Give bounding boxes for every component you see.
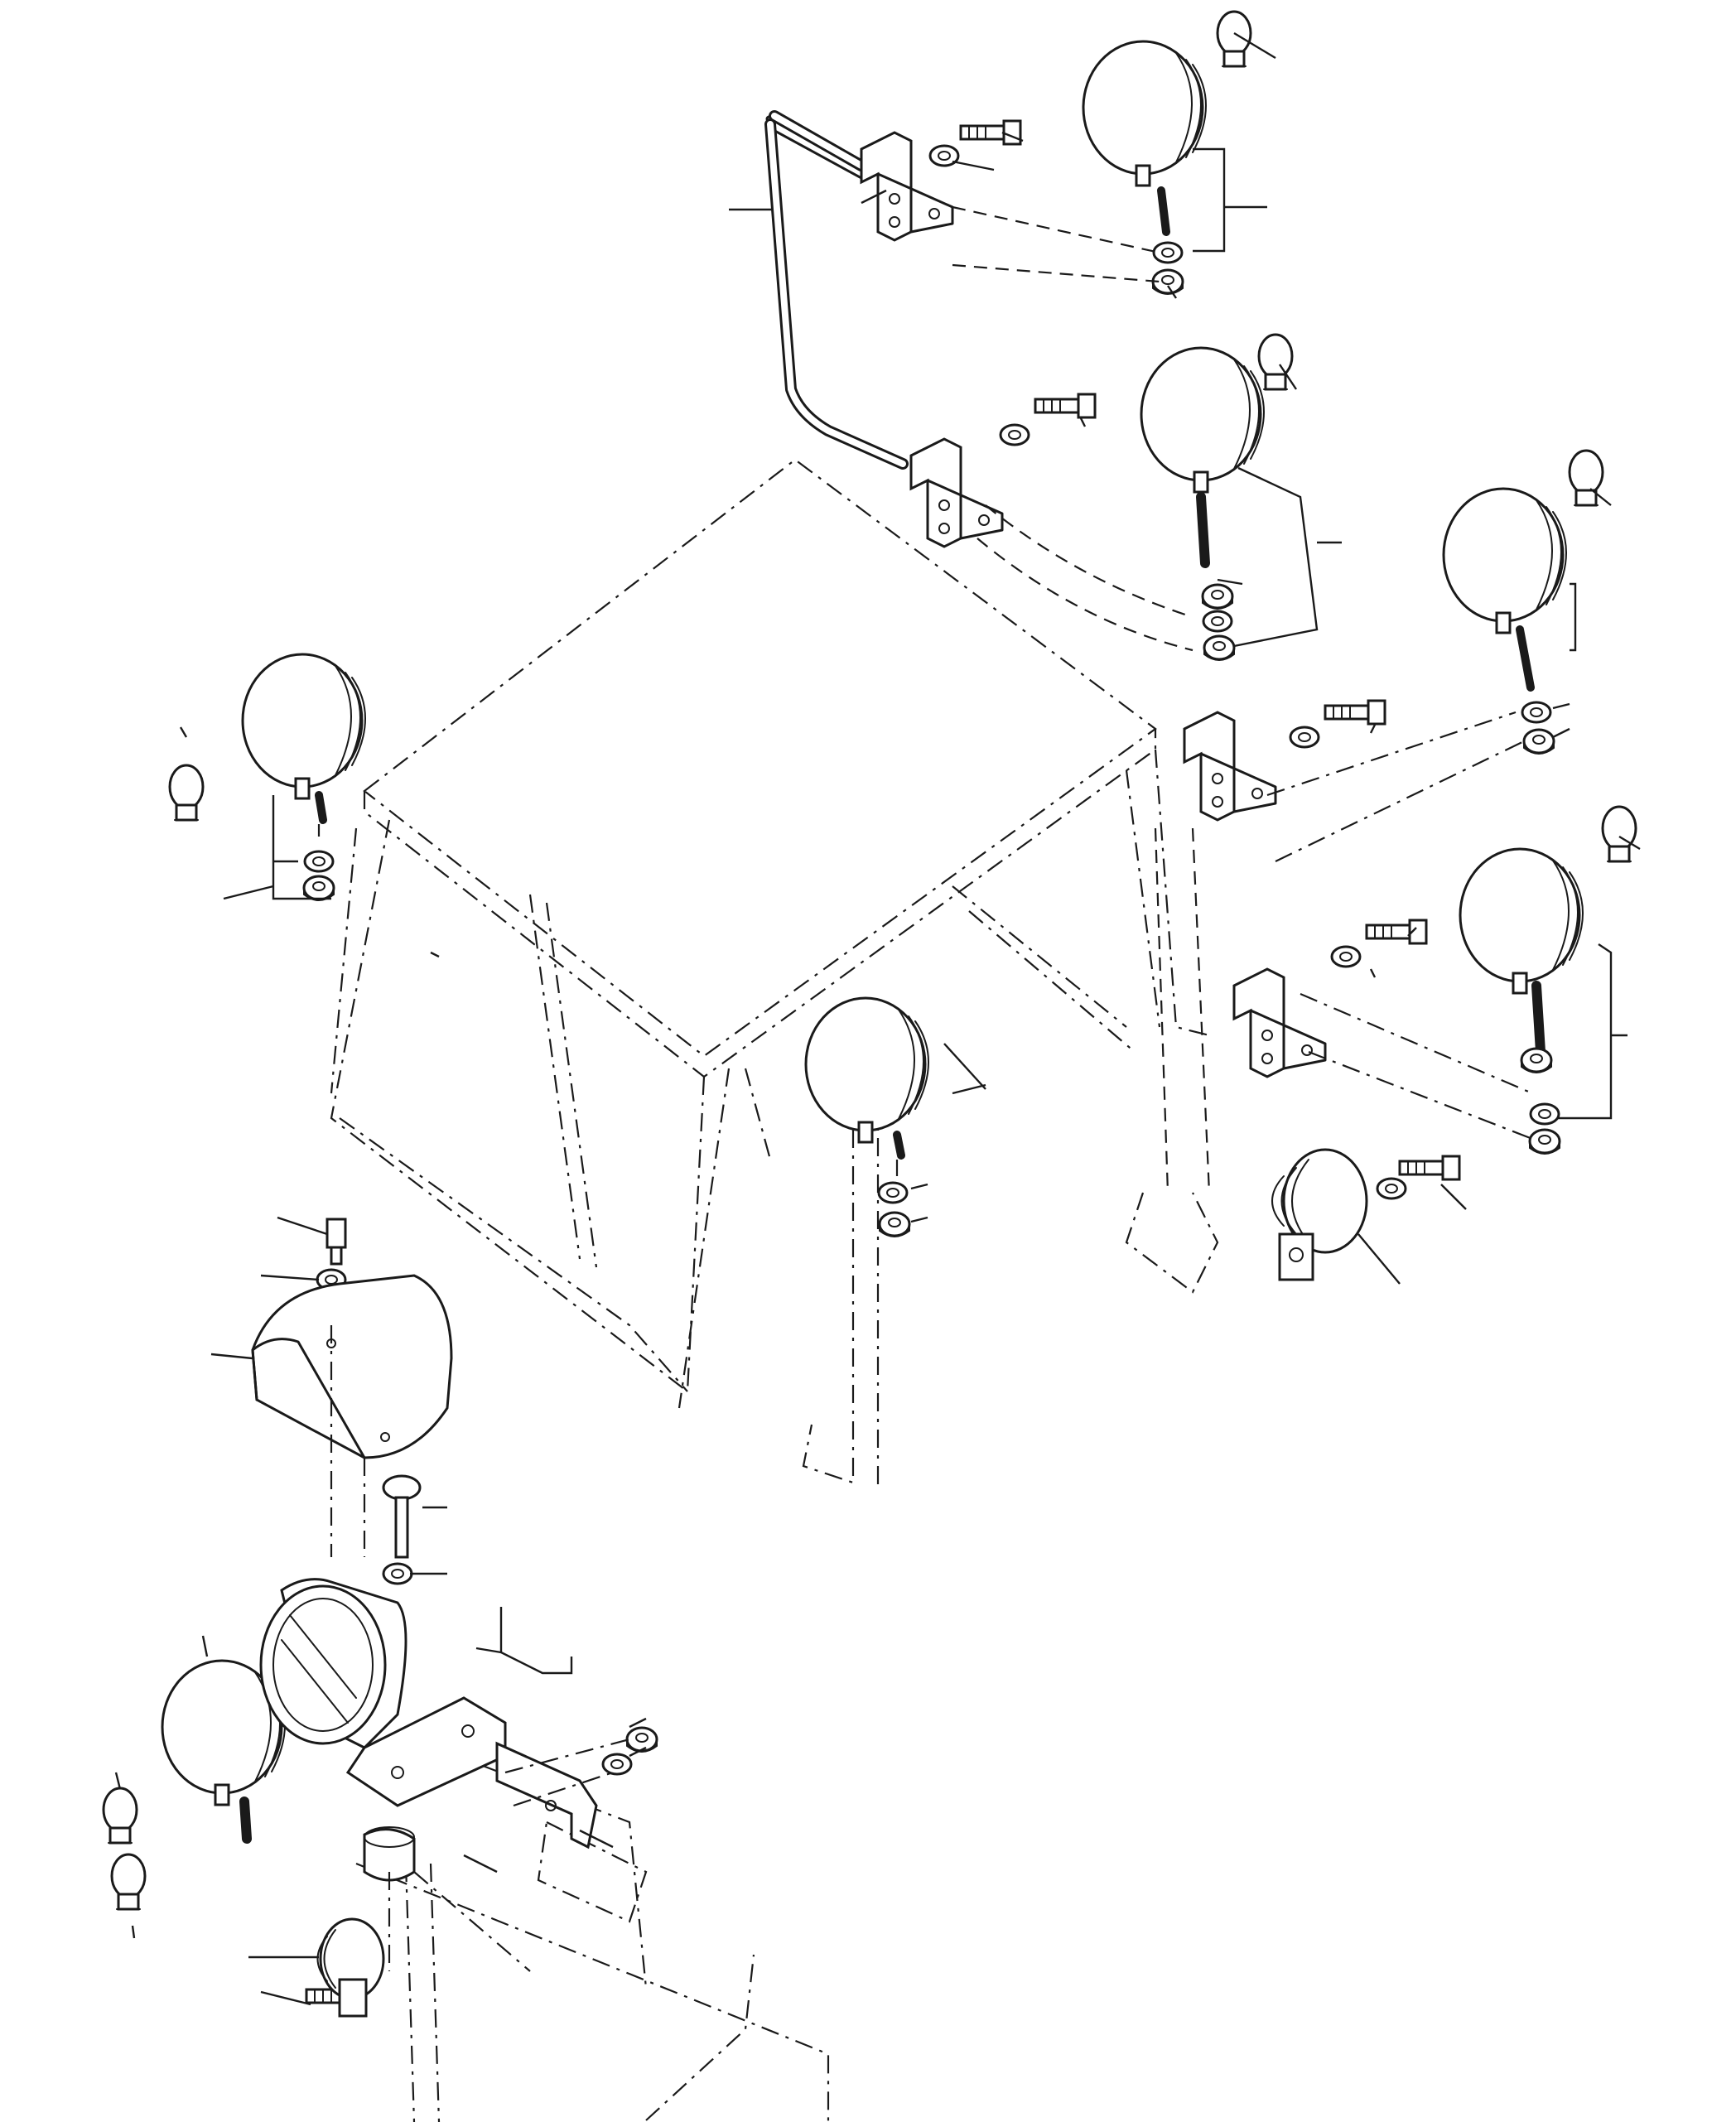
nut: [1203, 634, 1236, 662]
lamp-bulb: [110, 1853, 147, 1911]
work-lamp: [804, 996, 930, 1144]
bolt: [1365, 919, 1428, 945]
lamp-bracket: [1183, 711, 1277, 822]
bolt: [326, 1218, 347, 1266]
lamp-bulb: [1216, 10, 1252, 68]
washer: [382, 1562, 413, 1585]
washer: [601, 1753, 633, 1776]
work-lamp: [1459, 847, 1584, 995]
nut: [1522, 728, 1555, 755]
callout-leaders: [114, 31, 1641, 2006]
mount-bracket-cradle: [251, 1274, 453, 1459]
work-lamp: [241, 653, 367, 800]
bolt: [1398, 1155, 1461, 1181]
washer: [1152, 241, 1184, 264]
work-lamp: [1082, 40, 1208, 187]
washer: [1376, 1177, 1407, 1200]
lamp-bulb: [102, 1787, 138, 1845]
washer: [1529, 1102, 1560, 1126]
lamp-bulb: [1601, 805, 1637, 863]
horn: [316, 1917, 385, 2018]
bolt: [1034, 393, 1097, 419]
horn: [1271, 1148, 1368, 1281]
washer: [1330, 945, 1362, 968]
guard-bar: [764, 110, 909, 470]
washer: [999, 423, 1030, 446]
lamp-bracket: [1232, 967, 1327, 1078]
lamp-bulb: [168, 764, 205, 822]
washer: [1202, 610, 1233, 633]
lamp-bulb: [1568, 449, 1604, 507]
nut: [1528, 1128, 1561, 1155]
nut: [1201, 583, 1234, 610]
washer: [877, 1181, 909, 1204]
work-lamp: [1442, 487, 1568, 634]
nut: [302, 875, 335, 902]
bolt: [959, 119, 1022, 146]
cab-frame: [330, 458, 1219, 2122]
washer: [303, 850, 335, 873]
lamp-bulb: [1257, 333, 1294, 391]
nut: [625, 1726, 658, 1753]
lamp-stems: [239, 186, 1546, 1844]
washer: [1289, 726, 1320, 749]
nut: [878, 1211, 911, 1238]
lamp-bracket: [909, 437, 1004, 548]
assembly-lines: [317, 205, 1533, 1972]
bolt: [382, 1474, 422, 1559]
mount-bracket-cradle: [259, 1578, 598, 1882]
washer: [1521, 701, 1552, 724]
bolt: [1324, 699, 1386, 726]
nut: [1520, 1047, 1553, 1074]
